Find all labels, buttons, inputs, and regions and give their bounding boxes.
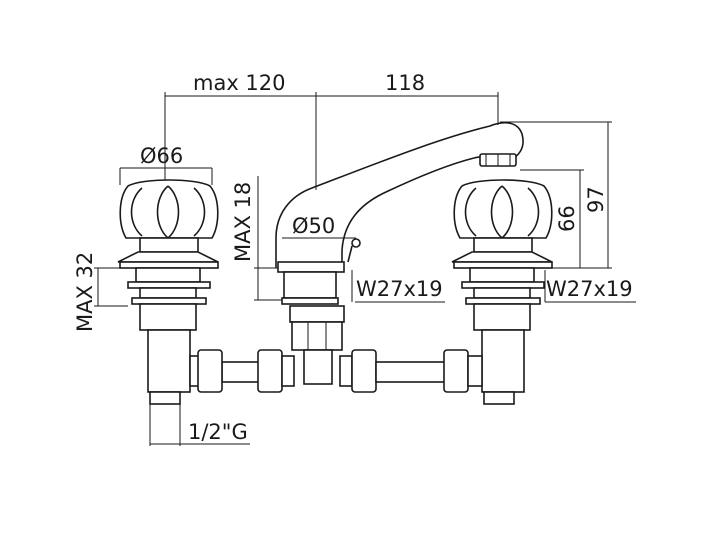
left-valve (117, 179, 219, 405)
dimension-lines (94, 92, 636, 446)
dim-diameter-50: Ø50 (292, 214, 335, 238)
connecting-pipes (189, 349, 483, 393)
dim-diameter-66: Ø66 (140, 144, 183, 168)
right-valve (451, 179, 553, 405)
dim-max-18: MAX 18 (231, 182, 255, 262)
dim-118: 118 (385, 71, 425, 95)
dim-66-height: 66 (555, 205, 579, 232)
dim-pipe-thread: 1/2"G (188, 420, 248, 444)
dim-97: 97 (584, 186, 608, 213)
dim-max-120: max 120 (193, 71, 286, 95)
dim-thread-center: W27x19 (356, 277, 443, 301)
dimension-labels: max 120 118 Ø66 MAX 18 Ø50 66 97 MAX 32 … (73, 71, 633, 444)
dim-max-32: MAX 32 (73, 252, 97, 332)
center-body (289, 305, 345, 385)
spout (275, 121, 524, 305)
dim-thread-right: W27x19 (546, 277, 633, 301)
